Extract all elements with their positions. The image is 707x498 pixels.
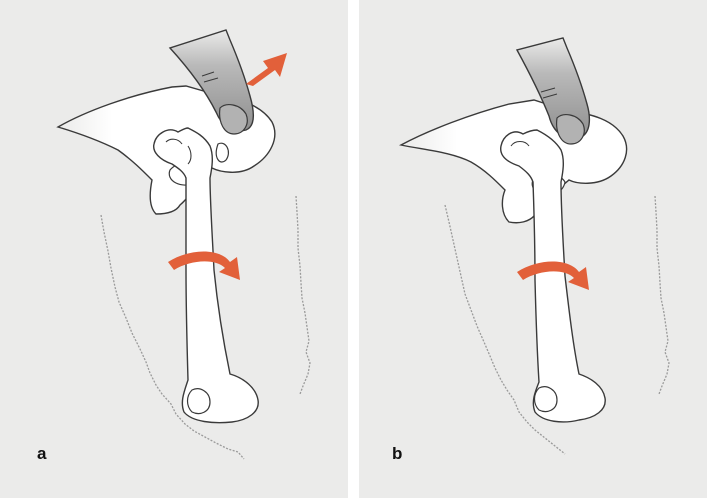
skin-contour-right <box>655 196 669 394</box>
hip-exam-illustration-a <box>0 0 348 498</box>
panel-b: b <box>359 0 707 498</box>
panel-label-b: b <box>392 444 402 464</box>
panel-label-a: a <box>37 444 46 464</box>
skin-contour-right <box>296 196 310 394</box>
hip-exam-illustration-b <box>359 0 707 498</box>
panel-a: a <box>0 0 348 498</box>
push-arrow-icon <box>246 53 287 86</box>
